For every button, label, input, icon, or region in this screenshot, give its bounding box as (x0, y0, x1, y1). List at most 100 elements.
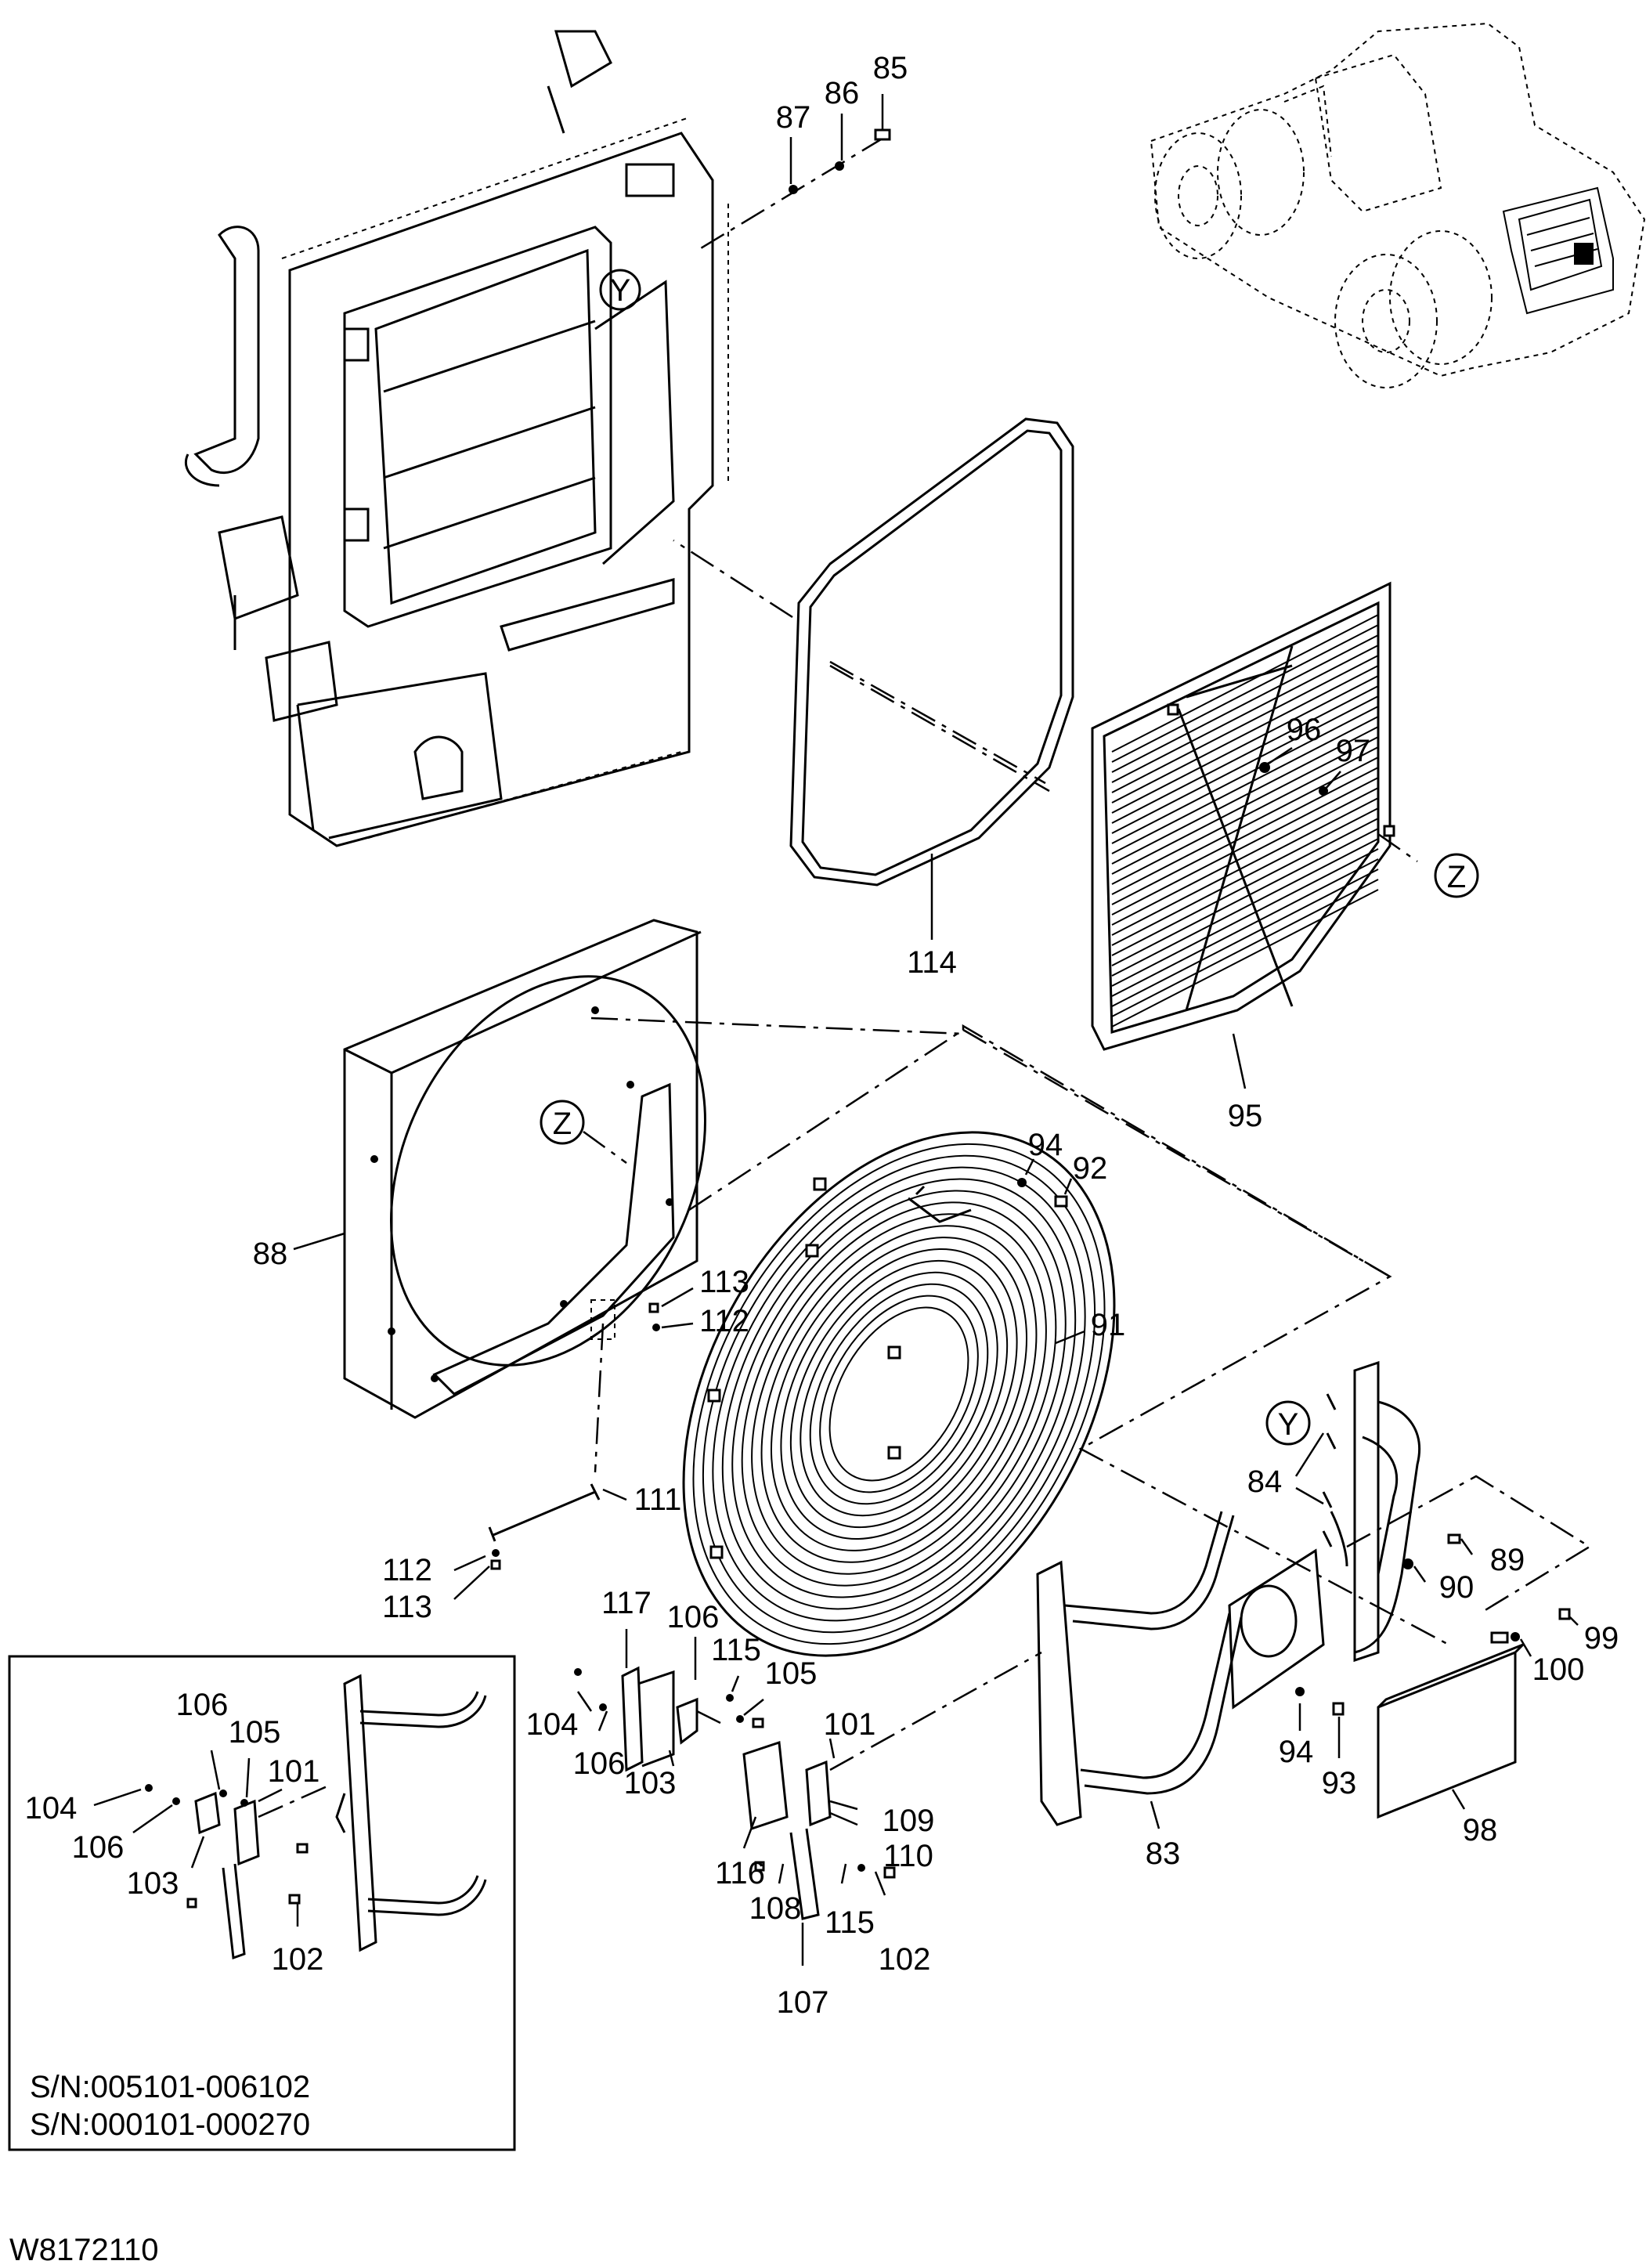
serial-inset-box (8, 1655, 516, 2151)
label-109: 109 (883, 1804, 935, 1838)
label-89: 89 (1490, 1543, 1525, 1577)
washer-87 (789, 137, 798, 194)
fan-guard-ring (731, 1190, 1067, 1598)
serial-number-line-1: S/N:005101-006102 (30, 2070, 310, 2104)
svg-text:Y: Y (610, 273, 631, 308)
grille-slat (1111, 777, 1379, 916)
fan-guard-ring (770, 1237, 1028, 1551)
grille-slat (1111, 716, 1379, 854)
label-101-a: 101 (824, 1707, 876, 1742)
grille-slat (1111, 767, 1379, 905)
label-92: 92 (1073, 1151, 1108, 1186)
label-106-a: 106 (667, 1600, 720, 1634)
label-100: 100 (1532, 1652, 1585, 1687)
fan-guard-ring (828, 1306, 969, 1482)
svg-text:Z: Z (1447, 860, 1466, 894)
fan-guard-ring (751, 1213, 1047, 1575)
grille-slat (1111, 726, 1379, 865)
grille-slat (1111, 706, 1379, 844)
label-88: 88 (253, 1237, 288, 1271)
fan-shroud-88 (293, 919, 706, 1419)
label-116: 116 (715, 1856, 765, 1891)
rod-111 (488, 1483, 627, 1542)
grille-slat (1111, 695, 1379, 834)
label-83: 83 (1146, 1836, 1181, 1871)
label-104-a: 104 (526, 1707, 579, 1742)
svg-text:Y: Y (1278, 1407, 1299, 1442)
grille-slat (1111, 614, 1379, 753)
fan-guard-ring (809, 1283, 989, 1505)
washer-86 (835, 114, 844, 171)
bolt-93-washer-94 (1295, 1687, 1345, 1758)
inset-label-106: 106 (176, 1688, 229, 1722)
label-91: 91 (1091, 1308, 1126, 1342)
label-103-a: 103 (624, 1766, 677, 1800)
view-ref-y-top: Y (599, 269, 641, 311)
radiator-frame-assembly (185, 30, 729, 847)
grille-slat (1111, 828, 1379, 966)
grille-95 (1091, 581, 1395, 1089)
drawing-id: W8172110 (9, 2233, 159, 2267)
view-ref-z-left: Z (540, 1100, 627, 1165)
label-115-b: 115 (825, 1905, 875, 1940)
label-110: 110 (883, 1839, 933, 1873)
svg-text:Z: Z (553, 1107, 572, 1141)
inset-label-103: 103 (127, 1866, 179, 1901)
label-113-upper: 113 (699, 1265, 749, 1299)
grille-slat (1111, 685, 1379, 824)
grille-slat (1111, 675, 1379, 814)
seal-114 (789, 417, 1074, 940)
label-108: 108 (749, 1891, 802, 1926)
label-84: 84 (1247, 1464, 1283, 1499)
grille-slat (1111, 634, 1379, 773)
label-85: 85 (873, 51, 908, 85)
grille-slat (1111, 655, 1379, 793)
wheel-loader-location-view (1150, 22, 1646, 388)
label-94-upper: 94 (1028, 1128, 1063, 1162)
label-98: 98 (1463, 1813, 1498, 1847)
grille-slat (1111, 869, 1379, 1007)
fan-guard-ring (721, 1178, 1077, 1610)
inset-label-106-b: 106 (72, 1830, 125, 1865)
view-ref-y-bracket: Y (1265, 1400, 1311, 1446)
inset-label-104: 104 (25, 1791, 78, 1826)
label-115-a: 115 (711, 1633, 761, 1667)
grille-slat (1111, 624, 1379, 763)
label-94-lower: 94 (1279, 1735, 1314, 1769)
bolt-113-112-upper (648, 1287, 694, 1331)
label-117: 117 (601, 1586, 652, 1620)
label-97: 97 (1336, 734, 1371, 768)
bolt-92-washer-94 (1017, 1158, 1073, 1208)
label-96: 96 (1287, 713, 1322, 747)
grille-slat (1111, 797, 1379, 936)
fan-guard-ring (780, 1248, 1018, 1540)
label-93: 93 (1322, 1766, 1357, 1800)
label-105-a: 105 (765, 1656, 818, 1691)
label-99: 99 (1584, 1621, 1619, 1656)
inset-label-102: 102 (272, 1942, 324, 1977)
grille-slat (1111, 645, 1379, 783)
grille-slats (1111, 614, 1379, 1027)
label-95: 95 (1228, 1099, 1263, 1133)
bolt-99-washer-100 (1511, 1608, 1579, 1657)
view-ref-z-right: Z (1434, 853, 1479, 898)
bolt-85 (874, 94, 891, 141)
grille-slat (1111, 848, 1379, 987)
label-86: 86 (825, 76, 860, 110)
guard-83 (1036, 1511, 1325, 1829)
grille-slat (1111, 787, 1379, 926)
label-113-lower: 113 (382, 1590, 432, 1624)
bolt-89-washer-90 (1402, 1533, 1474, 1583)
bracket-84 (1294, 1360, 1421, 1663)
label-112-lower: 112 (382, 1553, 432, 1587)
fan-guard-ring (741, 1201, 1057, 1587)
grille-slat (1111, 818, 1379, 956)
inset-label-105: 105 (229, 1715, 281, 1750)
grille-slat (1111, 665, 1379, 804)
grille-slat (1111, 838, 1379, 977)
fan-guard-ring (819, 1295, 979, 1493)
fan-guard-ring (800, 1271, 998, 1517)
fan-guard-ring (760, 1225, 1038, 1563)
label-107: 107 (777, 1985, 829, 2020)
